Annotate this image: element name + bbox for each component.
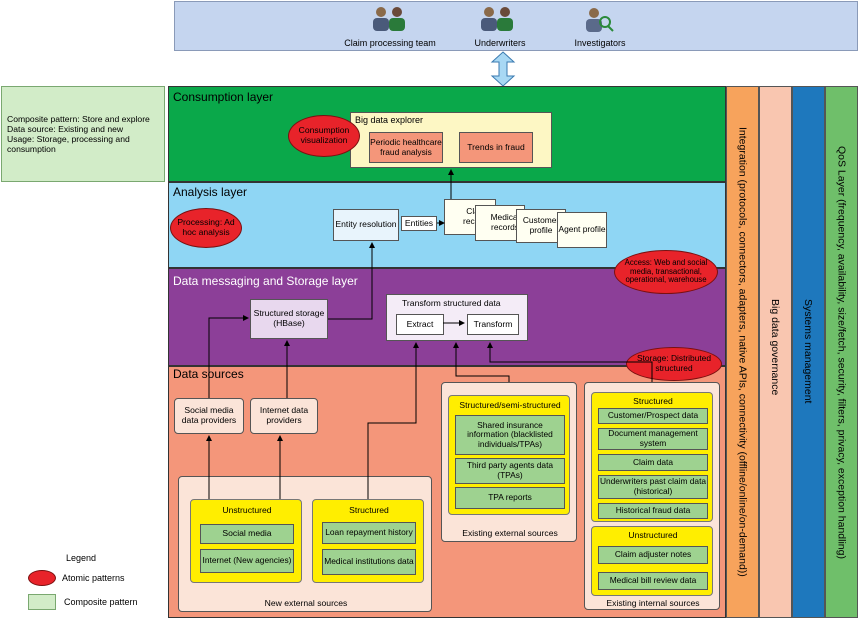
users-bar xyxy=(174,1,858,51)
legend-atomic-label: Atomic patterns xyxy=(62,573,125,583)
item-customer-prospect-data: Customer/Prospect data xyxy=(598,408,708,424)
entity-resolution-box: Entity resolution xyxy=(333,209,399,241)
composite-info-line1: Composite pattern: Store and explore xyxy=(7,114,150,124)
item-tpa-reports: TPA reports xyxy=(455,487,565,509)
existing-external-structured-title: Structured/semi-structured xyxy=(459,400,561,410)
legend-title: Legend xyxy=(66,553,97,563)
periodic-fraud-analysis-box: Periodic healthcare fraud analysis xyxy=(369,132,443,163)
integration-bar: Integration (protocols, connectors, adap… xyxy=(726,86,759,618)
entities-box: Entities xyxy=(401,216,437,231)
new-external-unstructured: Unstructured Social media Internet (New … xyxy=(190,499,302,583)
existing-external-structured: Structured/semi-structured Shared insura… xyxy=(448,395,570,515)
transform-structured-data: Transform structured data Extract Transf… xyxy=(386,294,528,341)
transform-box: Transform xyxy=(467,314,519,335)
legend-composite-label: Composite pattern xyxy=(64,597,138,607)
item-claim-data: Claim data xyxy=(598,454,708,471)
legend-composite-swatch xyxy=(28,594,56,610)
item-internet-new-agencies: Internet (New agencies) xyxy=(200,549,294,573)
existing-internal-sources-caption: Existing internal sources xyxy=(606,598,700,608)
structured-storage-hbase: Structured storage (HBase) xyxy=(250,299,328,339)
new-external-sources-caption: New external sources xyxy=(264,598,348,608)
investigators-label: Investigators xyxy=(574,38,626,48)
analysis-layer-title: Analysis layer xyxy=(173,185,248,199)
doc-medical-records-label: Medical records xyxy=(490,212,520,232)
atomic-processing-adhoc: Processing: Ad hoc analysis xyxy=(170,208,242,248)
claim-team-people-icon xyxy=(368,4,412,32)
consumption-layer-title: Consumption layer xyxy=(173,90,274,104)
double-arrow-icon xyxy=(490,51,516,87)
atomic-storage-distributed: Storage: Distributed structured xyxy=(626,347,722,381)
composite-info-line3: Usage: Storage, processing and consumpti… xyxy=(7,134,130,155)
item-social-media: Social media xyxy=(200,524,294,544)
extract-box: Extract xyxy=(396,314,444,335)
existing-internal-structured-title: Structured xyxy=(633,396,673,406)
item-loan-repayment-history: Loan repayment history xyxy=(322,522,416,544)
existing-internal-structured: Structured Customer/Prospect data Docume… xyxy=(591,392,713,522)
qos-bar: QoS Layer (frequency, availability, size… xyxy=(825,86,858,618)
systems-management-bar-label: Systems management xyxy=(802,299,814,404)
investigator-icon xyxy=(580,5,616,33)
trends-in-fraud-box: Trends in fraud xyxy=(459,132,533,163)
governance-bar-label: Big data governance xyxy=(769,299,781,396)
item-medical-institutions-data: Medical institutions data xyxy=(322,549,416,575)
existing-internal-unstructured-title: Unstructured xyxy=(628,530,678,540)
social-media-data-providers: Social media data providers xyxy=(174,398,244,434)
existing-external-sources-caption: Existing external sources xyxy=(462,528,558,538)
item-document-management-system: Document management system xyxy=(598,428,708,450)
claim-team-label: Claim processing team xyxy=(344,38,436,48)
doc-agent-profile-label: Agent profile xyxy=(558,224,606,235)
item-underwriters-past-claim-data: Underwriters past claim data (historical… xyxy=(598,475,708,499)
composite-info-box: Composite pattern: Store and explore Dat… xyxy=(1,86,165,182)
qos-bar-label: QoS Layer (frequency, availability, size… xyxy=(835,145,848,559)
item-claim-adjuster-notes: Claim adjuster notes xyxy=(598,546,708,564)
existing-internal-unstructured: Unstructured Claim adjuster notes Medica… xyxy=(591,526,713,596)
item-shared-insurance-information: Shared insurance information (blackliste… xyxy=(455,415,565,455)
legend-atomic-swatch xyxy=(28,570,56,586)
big-data-explorer-title: Big data explorer xyxy=(355,115,424,125)
new-external-structured-title: Structured xyxy=(349,505,389,515)
doc-agent-profile: Agent profile xyxy=(557,212,607,248)
doc-customer-profile-label: Customer profile xyxy=(522,215,560,235)
sources-layer-title: Data sources xyxy=(173,367,244,381)
integration-bar-label: Integration (protocols, connectors, adap… xyxy=(736,127,749,577)
governance-bar: Big data governance xyxy=(759,86,792,618)
messaging-layer-title: Data messaging and Storage layer xyxy=(173,274,358,288)
atomic-access: Access: Web and social media, transactio… xyxy=(614,250,718,294)
new-external-unstructured-title: Unstructured xyxy=(222,505,272,515)
underwriters-people-icon xyxy=(476,4,520,32)
item-third-party-agents-data: Third party agents data (TPAs) xyxy=(455,458,565,484)
composite-info-line2: Data source: Existing and new xyxy=(7,124,124,135)
big-data-explorer: Big data explorer Periodic healthcare fr… xyxy=(350,112,552,168)
underwriters-label: Underwriters xyxy=(474,38,526,48)
internet-data-providers: Internet data providers xyxy=(250,398,318,434)
systems-management-bar: Systems management xyxy=(792,86,825,618)
item-historical-fraud-data: Historical fraud data xyxy=(598,503,708,519)
transform-structured-data-title: Transform structured data xyxy=(402,298,501,308)
atomic-consumption-visualization: Consumption visualization xyxy=(288,115,360,157)
item-medical-bill-review-data: Medical bill review data xyxy=(598,572,708,590)
new-external-structured: Structured Loan repayment history Medica… xyxy=(312,499,424,583)
